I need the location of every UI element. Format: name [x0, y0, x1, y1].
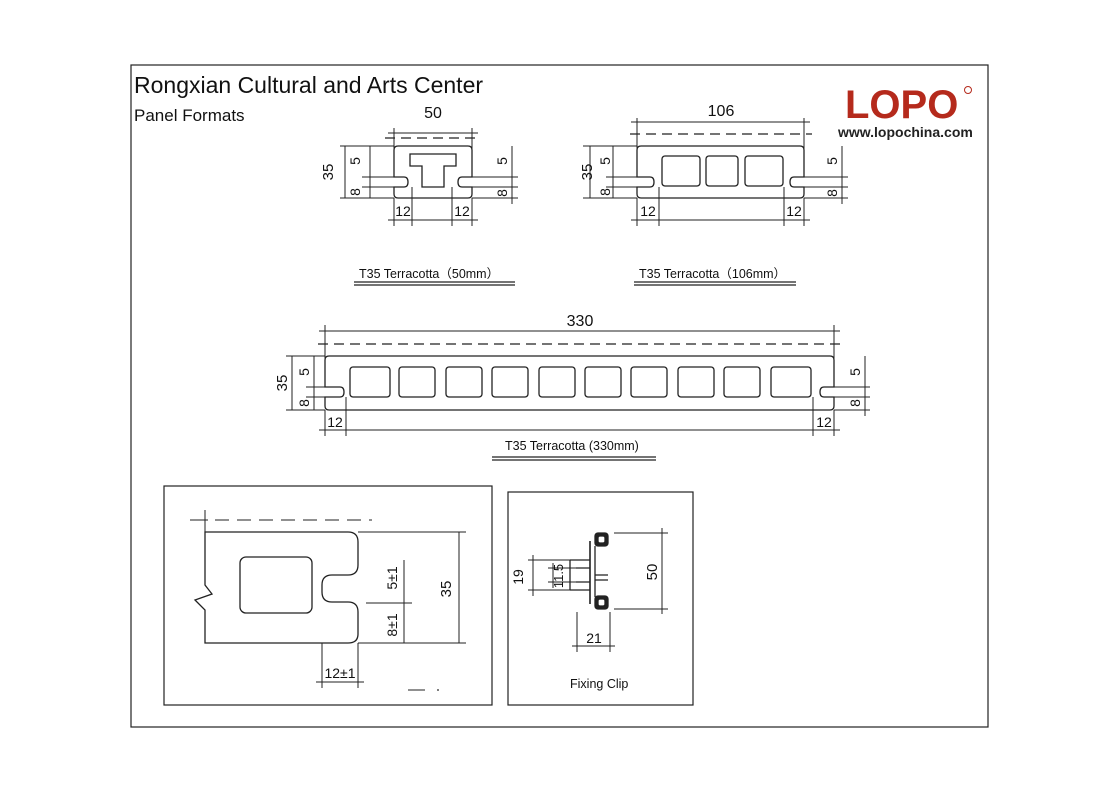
caption-underlines	[354, 281, 796, 461]
detail-height-dim: 35	[438, 581, 455, 598]
panel-50-width-dim: 50	[424, 105, 442, 122]
registered-mark-icon	[964, 86, 972, 94]
panel-50-right-top-dim: 5	[494, 157, 510, 165]
panel-330-height-dim: 35	[274, 375, 291, 392]
clip-50-dim: 50	[644, 564, 661, 581]
panel-330-slot-right-dim: 12	[816, 414, 832, 430]
detail-top-tolerance: 5±1	[384, 566, 400, 589]
detail-frame	[163, 485, 493, 706]
caption-panel-330: T35 Terracotta (330mm)	[505, 439, 639, 453]
panel-106-right-bottom-dim: 8	[824, 189, 840, 197]
panel-50-drawing	[340, 128, 518, 226]
clip-drawing	[528, 528, 668, 652]
panel-50-height-dim: 35	[320, 164, 337, 181]
detail-slot-dim: 12±1	[324, 665, 355, 681]
caption-fixing-clip: Fixing Clip	[570, 677, 629, 691]
panel-106-slot-right-dim: 12	[786, 203, 802, 219]
clip-19-dim: 19	[510, 569, 526, 585]
panel-330-cell	[677, 366, 715, 398]
panel-330-cell	[723, 366, 761, 398]
panel-330-slot-left-dim: 12	[327, 414, 343, 430]
panel-50-slot-left-dim: 12	[395, 203, 411, 219]
panel-106-top-dim: 5	[597, 157, 613, 165]
panel-330-cell	[349, 366, 391, 398]
panel-106-slot-left-dim: 12	[640, 203, 656, 219]
page-title: Rongxian Cultural and Arts Center	[134, 72, 484, 98]
clip-11-5-dim: 11.5	[551, 564, 566, 588]
detail-bottom-tolerance: 8±1	[384, 613, 400, 636]
panel-330-cell	[770, 366, 812, 398]
panel-330-cell	[398, 366, 436, 398]
panel-50-slot-right-dim: 12	[454, 203, 470, 219]
panel-106-right-top-dim: 5	[824, 157, 840, 165]
panel-330-width-dim: 330	[567, 313, 594, 330]
panel-106-drawing	[583, 118, 848, 226]
panel-106-width-dim: 106	[708, 103, 735, 120]
clip-21-dim: 21	[586, 630, 602, 646]
panel-330-top-dim: 5	[296, 368, 312, 376]
panel-50-top-dim: 5	[347, 157, 363, 165]
panel-106-bottom-dim: 8	[597, 188, 613, 196]
caption-panel-50: T35 Terracotta（50mm）	[359, 267, 500, 281]
lopo-logo-text: LOPO	[845, 83, 958, 127]
panel-330-right-top-dim: 5	[847, 368, 863, 376]
panel-50-right-bottom-dim: 8	[494, 189, 510, 197]
sheet-border	[130, 64, 989, 728]
caption-panel-106: T35 Terracotta（106mm）	[639, 267, 787, 281]
panel-330-cell	[538, 366, 576, 398]
panel-50-bottom-dim: 8	[347, 188, 363, 196]
clip-frame	[507, 491, 694, 706]
logo-url: www.lopochina.com	[838, 124, 973, 140]
detail-dot	[437, 689, 439, 691]
panel-330-cell	[630, 366, 668, 398]
lopo-logo: LOPO	[845, 83, 972, 127]
panel-330-cells	[349, 366, 812, 398]
panel-330-cell	[491, 366, 529, 398]
detail-drawing	[190, 510, 466, 691]
panel-330-cell	[445, 366, 483, 398]
panel-330-cell	[584, 366, 622, 398]
page-subtitle: Panel Formats	[134, 106, 245, 125]
panel-330-bottom-dim: 8	[296, 399, 312, 407]
panel-330-right-bottom-dim: 8	[847, 399, 863, 407]
panel-330-drawing	[286, 325, 870, 436]
panel-106-height-dim: 35	[579, 164, 596, 181]
